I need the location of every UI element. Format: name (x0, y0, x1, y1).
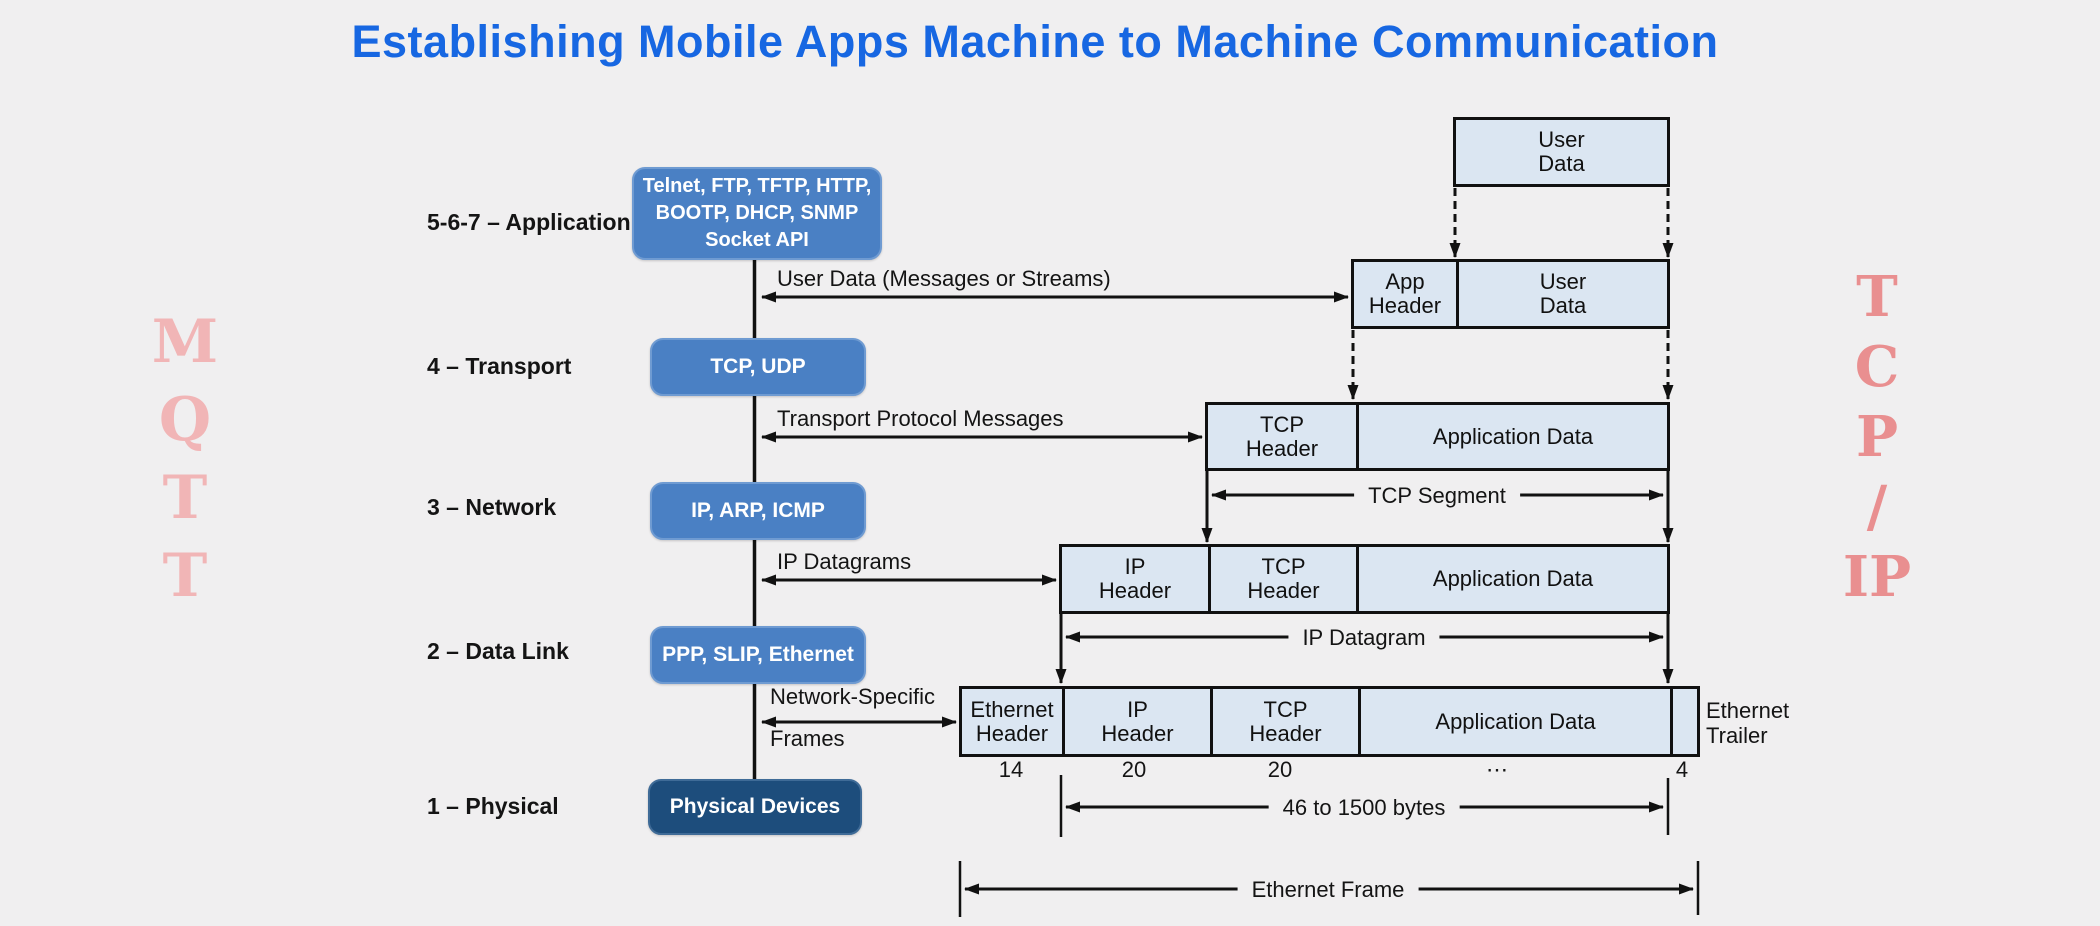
packet-row-ip: IP Header TCP Header Application Data (1059, 544, 1670, 614)
flow-label-ip-datagrams: IP Datagrams (777, 549, 912, 574)
byte-count-application-data: ⋯ (1486, 757, 1508, 782)
layer-label-datalink: 2 – Data Link (427, 638, 569, 664)
packet-row-user-data: User Data (1453, 117, 1670, 187)
watermark-letter: C (1854, 334, 1900, 400)
stack-box-datalink: PPP, SLIP, Ethernet (650, 626, 866, 684)
stack-box-transport: TCP, UDP (650, 338, 866, 396)
stack-box-line: BOOTP, DHCP, SNMP (655, 202, 859, 224)
watermark-mqtt: M Q T T (125, 303, 245, 615)
stack-box-line: Socket API (705, 229, 809, 251)
watermark-letter: Q (158, 385, 212, 455)
layer-label-physical: 1 – Physical (427, 793, 559, 819)
watermark-letter: T (162, 541, 208, 611)
flow-label-frames: Frames (770, 726, 845, 751)
packet-row-app: App Header User Data (1351, 259, 1670, 329)
cell-application-data: Application Data (1356, 405, 1667, 468)
layer-label-application: 5-6-7 – Application (427, 209, 631, 235)
watermark-tcpip: T C P / IP (1812, 262, 1942, 612)
layer-label-transport: 4 – Transport (427, 353, 572, 379)
stack-box-line: Telnet, FTP, TFTP, HTTP, (642, 175, 872, 197)
cell-ethernet-trailer (1670, 689, 1697, 754)
watermark-letter: IP (1842, 544, 1912, 610)
cell-ethernet-header: Ethernet Header (962, 689, 1062, 754)
bracket-label-payload-size: 46 to 1500 bytes (1268, 795, 1460, 821)
watermark-letter: M (151, 307, 219, 377)
cell-application-data: Application Data (1358, 689, 1670, 754)
ethernet-trailer-label: Ethernet Trailer (1706, 698, 1790, 748)
cell-tcp-header: TCP Header (1208, 405, 1356, 468)
bracket-label-ip-datagram: IP Datagram (1288, 625, 1440, 651)
packet-row-tcp: TCP Header Application Data (1205, 402, 1670, 471)
cell-application-data: Application Data (1356, 547, 1667, 611)
flow-label-network-specific: Network-Specific (770, 684, 936, 709)
cell-tcp-header: TCP Header (1208, 547, 1356, 611)
cell-user-data: User Data (1456, 120, 1667, 184)
watermark-letter: P (1855, 404, 1899, 470)
watermark-letter: T (162, 463, 208, 533)
cell-app-header: App Header (1354, 262, 1456, 326)
bracket-label-tcp-segment: TCP Segment (1354, 483, 1520, 509)
watermark-letter: T (1856, 264, 1898, 330)
byte-count-ip-header: 20 (1121, 757, 1147, 782)
cell-tcp-header: TCP Header (1210, 689, 1358, 754)
packet-row-ethernet: Ethernet Header IP Header TCP Header App… (959, 686, 1700, 757)
byte-count-trailer: 4 (1675, 757, 1689, 782)
cell-user-data: User Data (1456, 262, 1667, 326)
cell-ip-header: IP Header (1062, 689, 1210, 754)
flow-label-transport-messages: Transport Protocol Messages (777, 406, 1064, 431)
bracket-label-ethernet-frame: Ethernet Frame (1237, 877, 1419, 903)
page-title: Establishing Mobile Apps Machine to Mach… (351, 16, 1719, 67)
watermark-letter: / (1866, 474, 1888, 540)
stack-box-physical-devices: Physical Devices (648, 779, 862, 835)
stack-box-network: IP, ARP, ICMP (650, 482, 866, 540)
layer-label-network: 3 – Network (427, 494, 557, 520)
byte-count-ethernet-header: 14 (998, 757, 1024, 782)
flow-label-user-data: User Data (Messages or Streams) (777, 266, 1111, 291)
cell-ip-header: IP Header (1062, 547, 1208, 611)
byte-count-tcp-header: 20 (1267, 757, 1293, 782)
stack-box-application: Telnet, FTP, TFTP, HTTP, BOOTP, DHCP, SN… (632, 167, 882, 260)
